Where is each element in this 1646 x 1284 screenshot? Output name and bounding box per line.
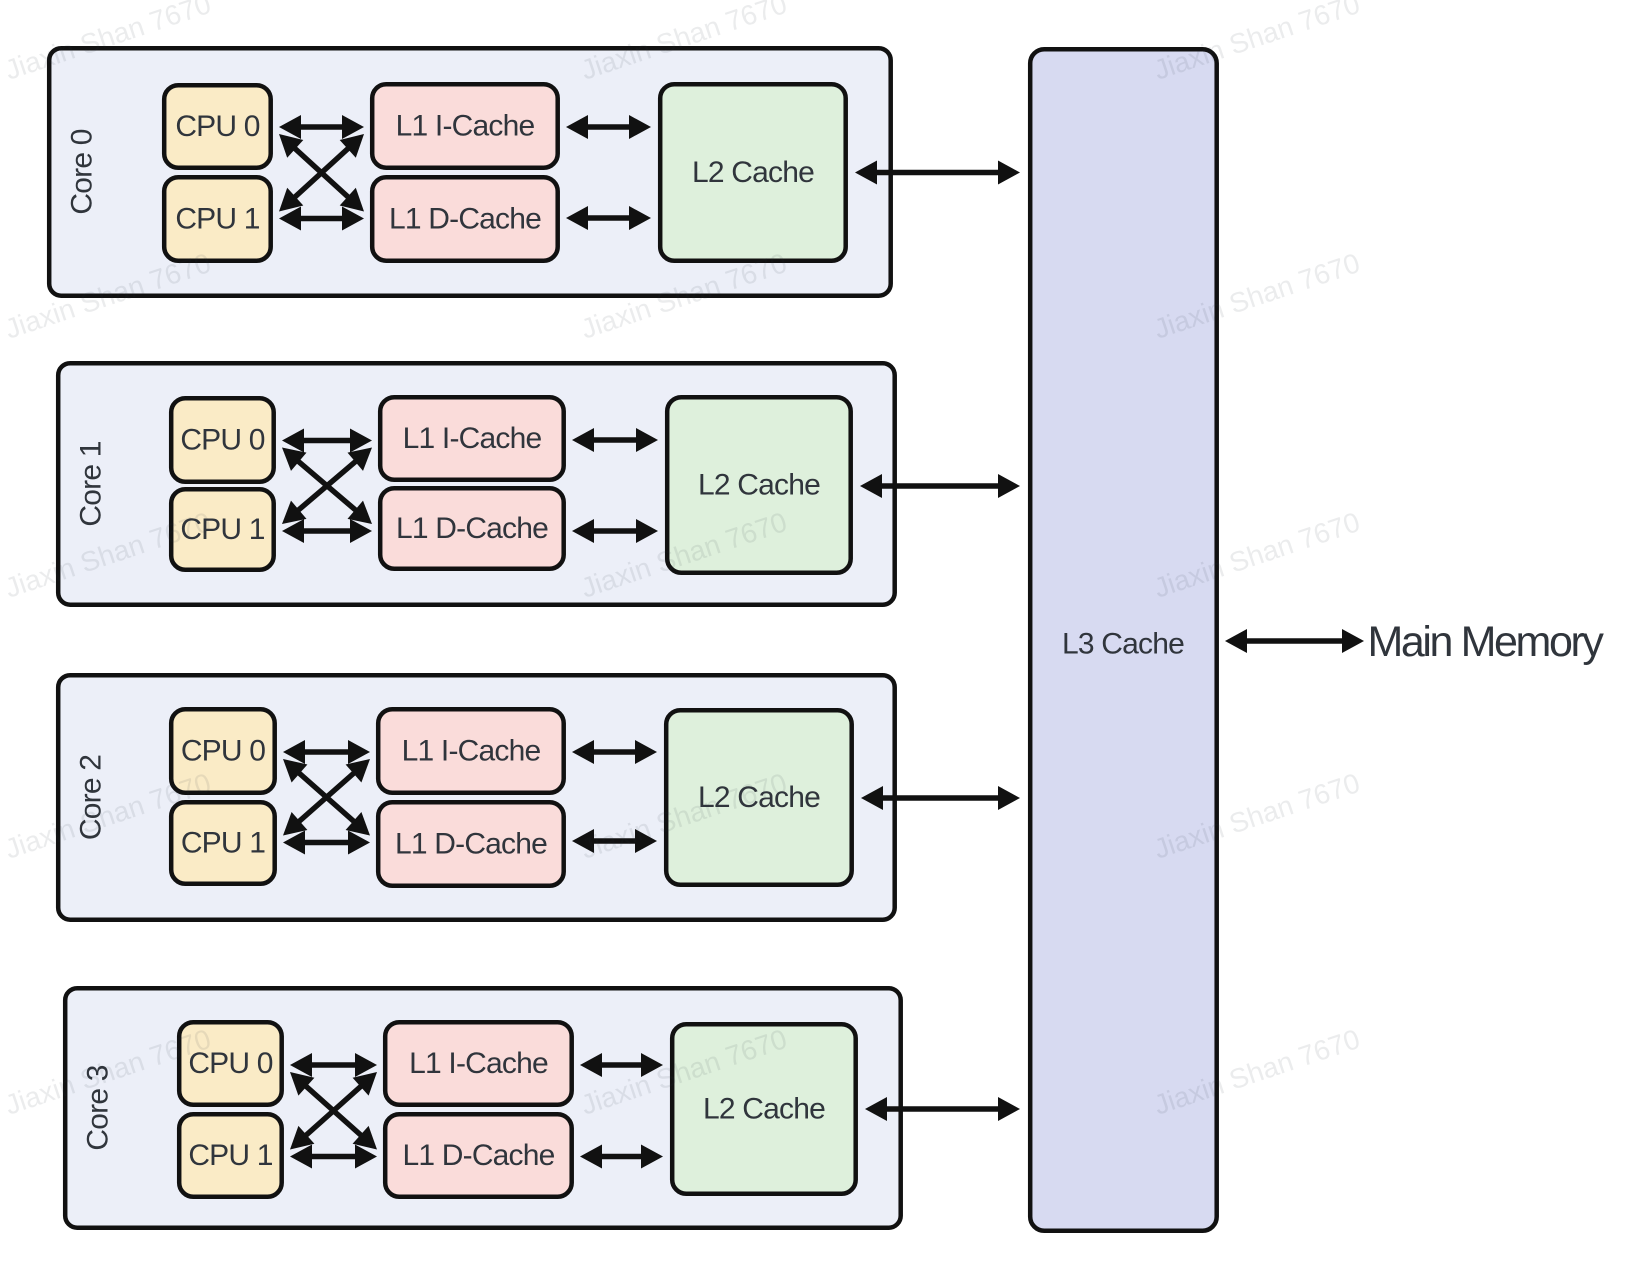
svg-text:CPU 1: CPU 1 xyxy=(175,203,259,236)
svg-text:Core 3: Core 3 xyxy=(82,1065,115,1150)
svg-text:CPU 1: CPU 1 xyxy=(180,513,264,546)
svg-text:Core 2: Core 2 xyxy=(75,755,108,840)
svg-text:CPU 0: CPU 0 xyxy=(188,1047,272,1080)
svg-text:L1 I-Cache: L1 I-Cache xyxy=(402,735,541,768)
svg-text:L1 D-Cache: L1 D-Cache xyxy=(396,512,548,545)
svg-text:CPU 0: CPU 0 xyxy=(181,735,265,768)
svg-text:L2 Cache: L2 Cache xyxy=(703,1093,825,1126)
svg-text:L1 I-Cache: L1 I-Cache xyxy=(409,1047,548,1080)
svg-text:L1 D-Cache: L1 D-Cache xyxy=(402,1139,554,1172)
svg-text:CPU 1: CPU 1 xyxy=(181,827,265,860)
svg-text:L2 Cache: L2 Cache xyxy=(698,781,820,814)
svg-text:L1 I-Cache: L1 I-Cache xyxy=(403,422,542,455)
svg-text:Main Memory: Main Memory xyxy=(1367,618,1604,666)
svg-text:L3 Cache: L3 Cache xyxy=(1062,628,1184,661)
svg-text:L1 D-Cache: L1 D-Cache xyxy=(389,203,541,236)
svg-text:Core 0: Core 0 xyxy=(66,129,99,214)
svg-text:CPU 1: CPU 1 xyxy=(188,1139,272,1172)
svg-text:L2 Cache: L2 Cache xyxy=(698,469,820,502)
svg-text:CPU 0: CPU 0 xyxy=(180,424,264,457)
svg-text:Core 1: Core 1 xyxy=(75,441,108,526)
svg-text:CPU 0: CPU 0 xyxy=(175,110,259,143)
svg-text:L1 D-Cache: L1 D-Cache xyxy=(395,828,547,861)
svg-text:L2 Cache: L2 Cache xyxy=(692,156,814,189)
svg-text:L1 I-Cache: L1 I-Cache xyxy=(396,110,535,143)
